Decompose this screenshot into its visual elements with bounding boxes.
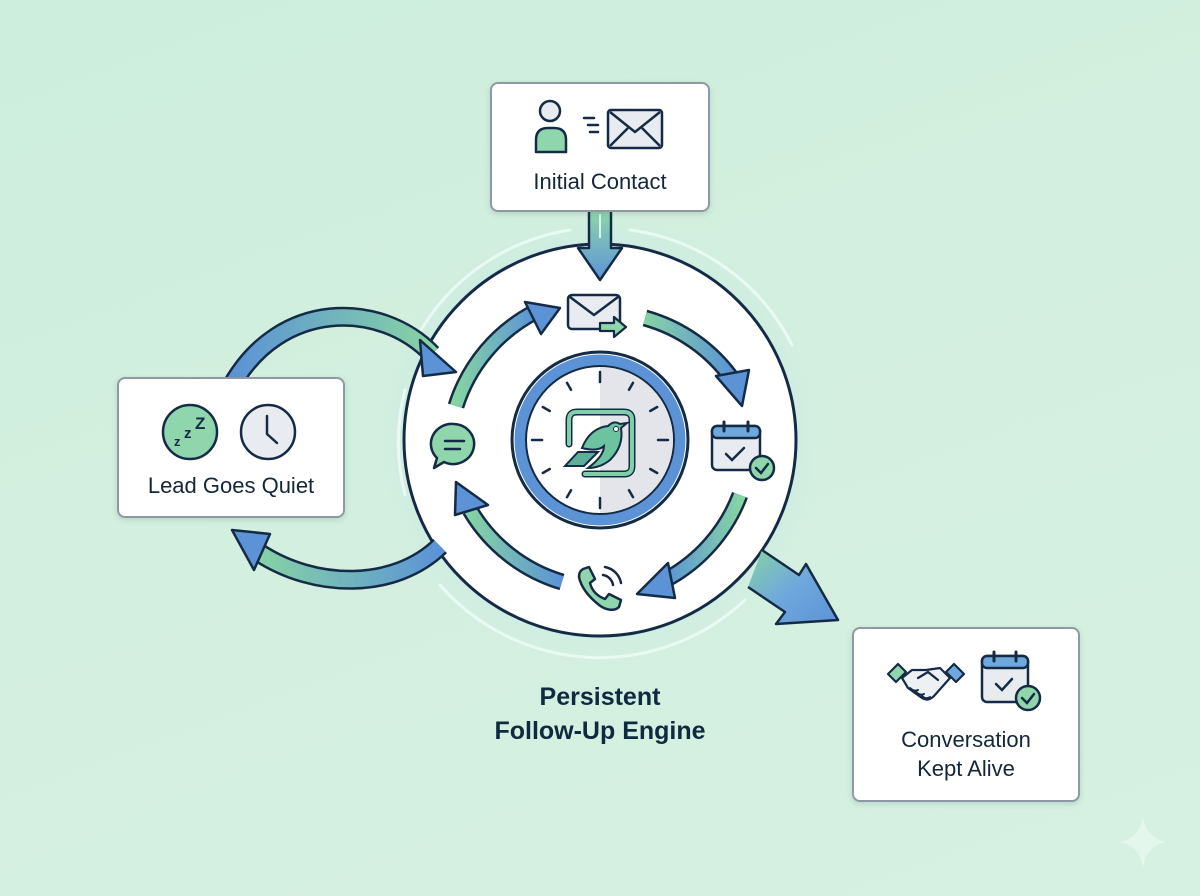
initial-contact-card: Initial Contact bbox=[490, 82, 710, 212]
clock-tick bbox=[648, 405, 659, 413]
conversation-kept-alive-label: Conversation Kept Alive bbox=[854, 725, 1078, 783]
cycle-arrow-calendar-to-phone bbox=[635, 491, 748, 600]
conversation-kept-alive-card: Conversation Kept Alive bbox=[852, 627, 1080, 802]
cycle-arrow-phone-to-chat bbox=[453, 480, 565, 591]
cycle-arrow-chat-to-email bbox=[447, 300, 562, 409]
conversation-label-line2: Kept Alive bbox=[917, 756, 1015, 781]
chat-bubble-icon bbox=[429, 422, 476, 470]
initial-contact-label: Initial Contact bbox=[533, 169, 667, 194]
clock-tick bbox=[541, 405, 552, 413]
clock-tick bbox=[627, 488, 635, 499]
calendar-check-icon bbox=[710, 420, 776, 482]
engine-title-line1: Persistent bbox=[539, 683, 661, 711]
conversation-label-line1: Conversation bbox=[901, 727, 1031, 752]
engine-title-line2: Follow-Up Engine bbox=[494, 717, 706, 745]
arrow-initial-to-engine bbox=[576, 208, 624, 282]
email-send-icon bbox=[566, 293, 628, 339]
arrow-engine-to-quiet bbox=[230, 528, 447, 590]
phone-call-icon bbox=[577, 565, 623, 611]
clock-tick bbox=[648, 467, 659, 475]
engine-title: Persistent Follow-Up Engine bbox=[440, 680, 760, 748]
outer-ring-arc bbox=[396, 388, 407, 497]
arrow-quiet-to-engine bbox=[223, 306, 458, 391]
lead-goes-quiet-label: Lead Goes Quiet bbox=[147, 473, 315, 498]
arrow-engine-to-alive bbox=[747, 548, 840, 626]
outer-ring-arc bbox=[416, 228, 572, 337]
cycle-arrow-email-to-calendar bbox=[642, 309, 751, 408]
clock-tick bbox=[565, 488, 573, 499]
outer-ring-arc bbox=[628, 228, 794, 347]
clock-tick bbox=[627, 381, 635, 392]
lead-goes-quiet-card: Lead Goes Quiet bbox=[117, 377, 345, 518]
sparkle-icon bbox=[1120, 816, 1166, 868]
clock-with-bird-logo-icon bbox=[510, 350, 690, 530]
clock-tick bbox=[565, 381, 573, 392]
clock-tick bbox=[541, 467, 552, 475]
outer-ring-arc bbox=[438, 583, 747, 660]
